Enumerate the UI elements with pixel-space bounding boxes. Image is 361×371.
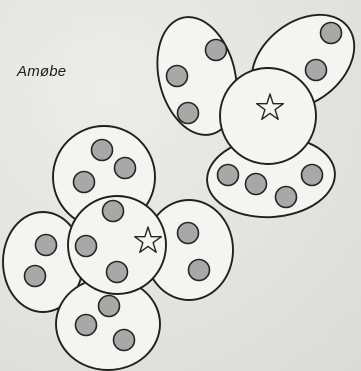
nucleus-dot — [99, 296, 120, 317]
upper-right-cluster — [146, 0, 361, 221]
nucleus-dot — [306, 60, 327, 81]
nucleus-dot — [76, 236, 97, 257]
nucleus-dot — [107, 262, 128, 283]
nucleus-dot — [206, 40, 227, 61]
nucleus-dot — [92, 140, 113, 161]
nucleus-dot — [167, 66, 188, 87]
center-cell — [220, 68, 316, 164]
nucleus-dot — [178, 103, 199, 124]
nucleus-dot — [25, 266, 46, 287]
center-cell-body — [220, 68, 316, 164]
center-cell — [68, 196, 166, 294]
nucleus-dot — [114, 330, 135, 351]
nucleus-dot — [189, 260, 210, 281]
nucleus-dot — [218, 165, 239, 186]
nucleus-dot — [246, 174, 267, 195]
nucleus-dot — [276, 187, 297, 208]
nucleus-dot — [302, 165, 323, 186]
nucleus-dot — [178, 223, 199, 244]
lower-left-cluster — [3, 126, 233, 370]
nucleus-dot — [103, 201, 124, 222]
nucleus-dot — [36, 235, 57, 256]
nucleus-dot — [115, 158, 136, 179]
nucleus-dot — [74, 172, 95, 193]
nucleus-dot — [321, 23, 342, 44]
nucleus-dot — [76, 315, 97, 336]
